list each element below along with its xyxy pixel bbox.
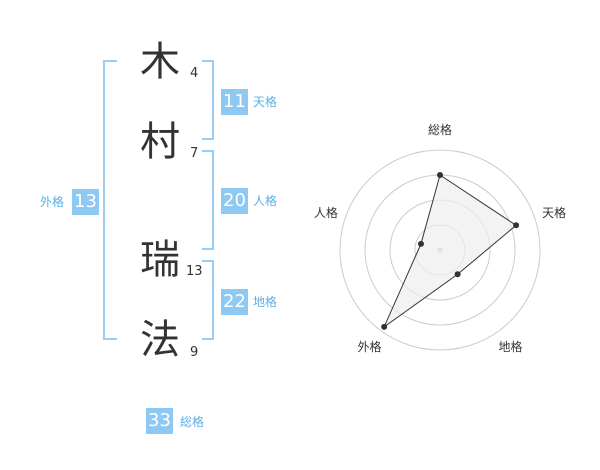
soukaku-value: 33 (146, 408, 173, 434)
name-char-3: 瑞 (140, 237, 180, 283)
chikaku-bracket (202, 260, 214, 340)
radar-axis-label-0: 総格 (428, 122, 452, 137)
radar-point-3 (381, 323, 388, 330)
gaikaku-label: 外格 (40, 195, 65, 209)
radar-series (382, 174, 517, 329)
jinkaku-value: 20 (221, 188, 248, 214)
name-char-1: 木 (140, 39, 180, 85)
stroke-count-3: 13 (186, 264, 203, 279)
stroke-count-2: 7 (190, 146, 199, 161)
radar-point-4 (417, 240, 424, 247)
jinkaku-bracket (202, 150, 214, 250)
chikaku-label: 地格 (253, 295, 278, 309)
chikaku-value: 22 (221, 289, 248, 315)
radar-point-1 (513, 222, 520, 229)
name-char-2: 村 (140, 119, 180, 165)
radar-axis-label-4: 人格 (314, 205, 338, 220)
name-char-4: 法 (140, 317, 180, 363)
jinkaku-label: 人格 (253, 194, 278, 208)
stroke-count-4: 9 (190, 345, 199, 360)
radar-axis-label-2: 地格 (499, 339, 523, 354)
stroke-count-1: 4 (190, 66, 199, 81)
tenkaku-label: 天格 (253, 95, 278, 109)
soukaku-label: 総格 (180, 415, 205, 429)
gaikaku-value: 13 (72, 189, 99, 215)
radar-point-2 (454, 271, 461, 278)
radar-axis-label-1: 天格 (542, 205, 566, 220)
tenkaku-value: 11 (221, 89, 248, 115)
radar-point-0 (437, 172, 443, 178)
radar-axis-label-3: 外格 (357, 339, 381, 354)
gaikaku-bracket (103, 60, 117, 340)
tenkaku-bracket (202, 60, 214, 140)
radar-ring-4 (339, 149, 541, 351)
